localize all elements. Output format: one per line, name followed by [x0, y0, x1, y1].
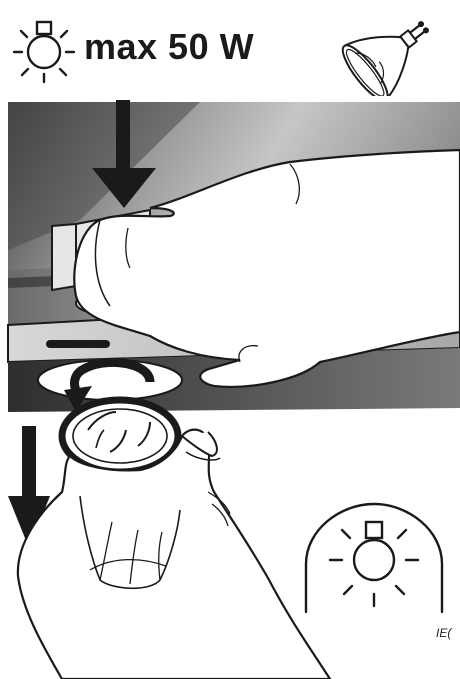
document-code: IE( — [436, 626, 460, 640]
header: max 50 W — [0, 0, 460, 100]
light-bulb-sun-icon — [12, 18, 76, 84]
max-wattage-label: max 50 W — [84, 26, 254, 68]
halogen-reflector-bulb-icon — [328, 4, 444, 96]
lower-hand — [18, 430, 330, 679]
illustration-canvas — [0, 100, 460, 679]
hood-slot — [46, 340, 110, 348]
bulb-replacement-illustration — [0, 100, 460, 679]
light-on-icon — [306, 504, 442, 612]
